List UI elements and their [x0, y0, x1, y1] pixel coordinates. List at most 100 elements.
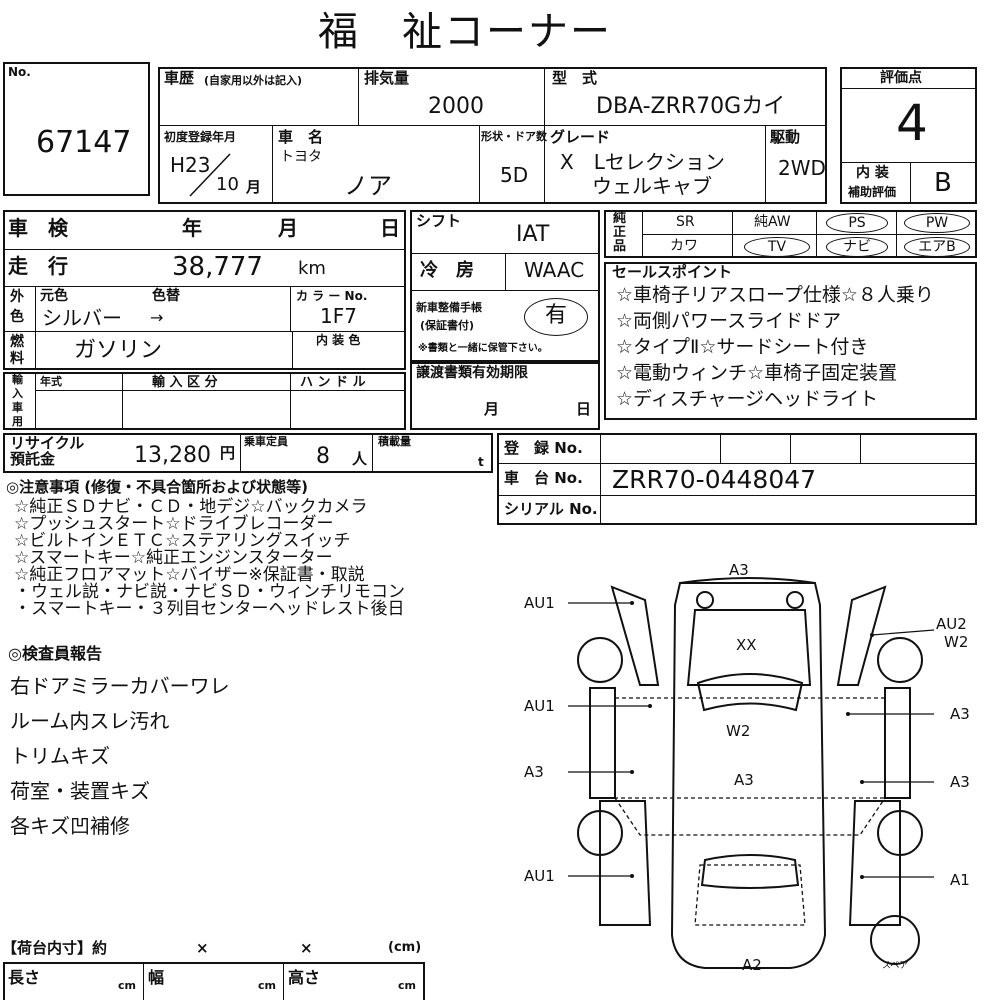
inspection-year: 年 — [182, 216, 202, 240]
equip-ps: PS — [826, 213, 888, 233]
lot-number: 67147 — [36, 125, 132, 160]
equipment-label-3: 品 — [613, 239, 627, 254]
import-block — [3, 372, 406, 430]
sales-point-2: ☆両側パワースライドドア — [616, 310, 842, 332]
note-line-1: ☆純正ＳＤナビ・ＣＤ・地デジ☆バックカメラ — [14, 497, 368, 517]
notes-label: ◎注意事項 (修復・不具合箇所および状態等) — [6, 478, 309, 496]
transfer-day: 日 — [576, 400, 592, 418]
equip-tv: TV — [744, 237, 810, 257]
fuel-side-1: 燃 — [10, 334, 24, 350]
interior-color-label: 内 装 色 — [316, 333, 361, 347]
import-year-label: 年式 — [40, 375, 62, 388]
maintenance-label-1: 新車整備手帳 — [416, 301, 482, 314]
shift-label: シフト — [416, 212, 462, 230]
cargo-dimension-row — [3, 962, 425, 1000]
car-name: ノア — [344, 172, 392, 200]
diagram-spare-label: スペア — [882, 961, 909, 971]
first-reg-era: H23 — [170, 153, 211, 177]
diagram-left-1: AU1 — [524, 594, 555, 612]
diagram-hood-label: XX — [736, 636, 757, 654]
equipment-label-1: 純 — [613, 211, 627, 226]
diagram-rear-label: A3 — [734, 771, 754, 789]
cargo-length-label: 長さ — [8, 968, 41, 987]
recycle-unit: 円 — [220, 444, 236, 462]
car-damage-diagram — [568, 577, 935, 969]
inspector-line-4: 荷室・装置キズ — [10, 779, 150, 803]
capacity-unit: 人 — [352, 450, 368, 468]
color-code: 1F7 — [320, 304, 357, 328]
import-side-3: 車 — [12, 401, 23, 414]
grade-line1: X Lセレクション — [560, 150, 725, 174]
score-label: 評価点 — [880, 70, 922, 86]
diagram-left-2: AU1 — [524, 697, 555, 715]
mileage-label: 走 行 — [8, 254, 68, 278]
maintenance-note: ※書類と一緒に保管下さい。 — [418, 343, 548, 354]
sales-points-label: セールスポイント — [612, 263, 733, 281]
color-code-label: カ ラ ー No. — [296, 289, 368, 303]
shift-block — [410, 210, 600, 362]
inspector-line-3: トリムキズ — [10, 744, 110, 768]
grade-label: グレード — [550, 128, 611, 146]
import-handle-label: ハ ン ド ル — [300, 375, 366, 390]
equip-leather: カワ — [670, 238, 698, 254]
inspection-day: 日 — [380, 216, 400, 240]
sales-point-4: ☆電動ウィンチ☆車椅子固定装置 — [616, 362, 898, 384]
inspection-month: 月 — [278, 216, 298, 240]
mileage-unit: km — [298, 258, 326, 279]
inspector-line-1: 右ドアミラーカバーワレ — [10, 674, 230, 698]
shift-value: IAT — [516, 222, 550, 247]
cargo-height-unit: cm — [398, 979, 416, 992]
capacity-value: 8 — [316, 444, 330, 469]
note-line-6: ・ウェル説・ナビ説・ナビＳＤ・ウィンチリモコン — [14, 582, 405, 602]
cargo-unit: (cm) — [388, 940, 422, 955]
transfer-month: 月 — [484, 400, 500, 418]
note-line-4: ☆スマートキー☆純正エンジンスターター — [14, 548, 333, 568]
note-line-2: ☆プッシュスタート☆ドライブレコーダー — [14, 514, 334, 534]
equip-sr: SR — [676, 214, 695, 230]
diagram-right-1a: AU2 — [936, 615, 967, 633]
aircon-label: 冷 房 — [420, 260, 474, 281]
doors-label: 形状・ドア数 — [481, 130, 547, 143]
diagram-left-4: AU1 — [524, 867, 555, 885]
equip-alloy-wheels: 純AW — [754, 214, 791, 230]
score-value: 4 — [896, 94, 928, 152]
transfer-docs-box — [410, 362, 600, 430]
color-change-label: 色替 — [152, 288, 180, 304]
recycle-value: 13,280 — [134, 443, 211, 468]
chassis-label: 車 台 No. — [504, 469, 583, 487]
note-line-3: ☆ビルトインＥＴＣ☆ステアリングスイッチ — [14, 531, 351, 551]
note-line-7: ・スマートキー・３列目センターヘッドレスト後日 — [14, 599, 405, 619]
inspector-label: ◎検査員報告 — [8, 644, 102, 663]
cargo-x2: × — [300, 939, 313, 957]
registration-label: 登 録 No. — [504, 439, 583, 457]
equip-pw: PW — [904, 213, 970, 233]
equip-airbag: エアB — [904, 237, 970, 257]
note-line-5: ☆純正フロアマット☆バイザー※保証書・取説 — [14, 565, 365, 585]
drive-label: 駆動 — [770, 128, 801, 146]
diagram-bottom-label: A2 — [742, 956, 762, 974]
diagram-right-2: A3 — [950, 705, 970, 723]
serial-label: シリアル No. — [504, 500, 598, 518]
inspector-line-2: ルーム内スレ汚れ — [10, 709, 170, 733]
vehicle-info-block — [158, 67, 827, 204]
doors-value: 5D — [500, 163, 529, 187]
color-value: シルバー — [42, 306, 122, 330]
sales-point-3: ☆タイプⅡ☆サードシート付き — [616, 336, 869, 358]
spec-block — [3, 210, 406, 370]
cargo-x1: × — [196, 939, 209, 957]
cargo-width-label: 幅 — [148, 968, 165, 987]
recycle-row — [3, 433, 493, 473]
history-label: 車歴 — [164, 69, 195, 87]
inspector-line-5: 各キズ凹補修 — [10, 814, 130, 838]
interior-score-label-2: 補助評価 — [848, 185, 897, 199]
first-reg-label: 初度登録年月 — [164, 130, 237, 144]
color-side-2: 色 — [10, 309, 24, 325]
load-unit: t — [478, 455, 484, 469]
import-side-4: 用 — [12, 415, 23, 428]
load-label: 積載量 — [378, 435, 411, 448]
original-color-label: 元色 — [40, 288, 68, 304]
score-box — [840, 67, 977, 204]
lot-number-box — [3, 62, 150, 196]
fuel-side-2: 料 — [10, 351, 24, 367]
grade-line2: ウェルキャブ — [592, 174, 712, 198]
